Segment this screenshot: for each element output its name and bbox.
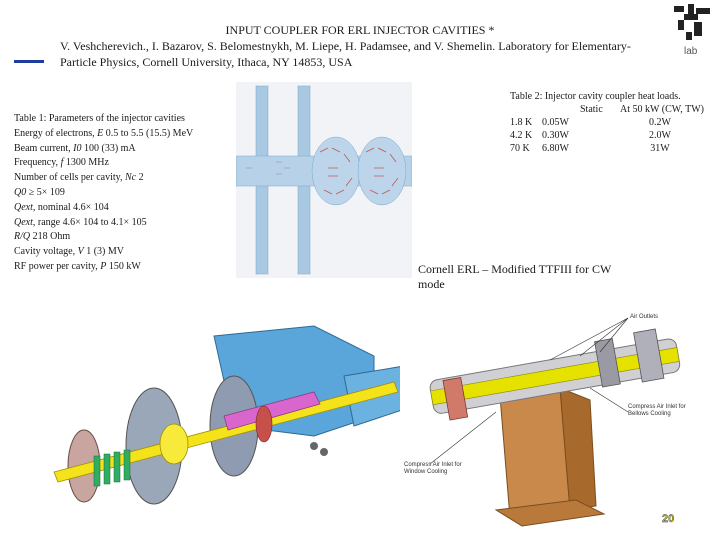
page-number: 20 bbox=[662, 513, 675, 525]
page-title: INPUT COUPLER FOR ERL INJECTOR CAVITIES … bbox=[225, 23, 495, 37]
table1-row: Q0 ≥ 5× 109 bbox=[14, 186, 65, 198]
title-accent-bar bbox=[14, 60, 44, 63]
callout-air-outlets: Air Outlets bbox=[630, 314, 659, 320]
table2-header-row: Static At 50 kW (CW, TW) bbox=[510, 103, 710, 116]
table1-row: RF power per cavity, P 150 kW bbox=[14, 260, 141, 272]
callout-bellows-cooling: Compress Air Inlet for Bellows Cooling bbox=[628, 404, 686, 417]
authors-affiliation: V. Veshcherevich., I. Bazarov, S. Belome… bbox=[60, 39, 631, 69]
table1-row: Frequency, f 1300 MHz bbox=[14, 157, 109, 169]
cavity-field-image bbox=[236, 82, 412, 278]
table1-row: Energy of electrons, E 0.5 to 5.5 (15.5)… bbox=[14, 127, 194, 139]
table1-parameters: Table 1: Parameters of the injector cavi… bbox=[14, 112, 239, 275]
table1-row: Beam current, I0 100 (33) mA bbox=[14, 142, 136, 154]
lab-logo-icon bbox=[674, 4, 710, 40]
table1-row: Qext, nominal 4.6× 104 bbox=[14, 201, 109, 213]
coupler-section-render bbox=[400, 300, 700, 534]
table2-row: 1.8 K 0.05W 0.2W bbox=[510, 117, 671, 128]
table1-caption: Table 1: Parameters of the injector cavi… bbox=[14, 113, 185, 124]
table2-caption: Table 2: Injector cavity coupler heat lo… bbox=[510, 91, 681, 102]
table1-row: Qext, range 4.6× 104 to 4.1× 105 bbox=[14, 216, 147, 228]
table1-row: R/Q 218 Ohm bbox=[14, 231, 71, 243]
erl-caption: Cornell ERL – Modified TTFIII for CW mod… bbox=[418, 262, 612, 291]
table1-row: Number of cells per cavity, Nc 2 bbox=[14, 172, 144, 184]
callout-window-cooling: Compress Air Inlet for Window Cooling bbox=[404, 462, 462, 475]
table2-heat-loads: Table 2: Injector cavity coupler heat lo… bbox=[510, 90, 710, 155]
table1-row: Cavity voltage, V 1 (3) MV bbox=[14, 246, 124, 258]
header-block: INPUT COUPLER FOR ERL INJECTOR CAVITIES … bbox=[60, 22, 660, 70]
table2-row: 4.2 K 0.30W 2.0W bbox=[510, 130, 671, 141]
coupler-3d-render bbox=[14, 296, 424, 532]
logo-text: lab bbox=[684, 46, 698, 57]
table2-col-static: Static bbox=[580, 104, 603, 115]
table2-col-50kw: At 50 kW (CW, TW) bbox=[620, 104, 704, 115]
table2-row: 70 K 6.80W 31W bbox=[510, 143, 670, 154]
